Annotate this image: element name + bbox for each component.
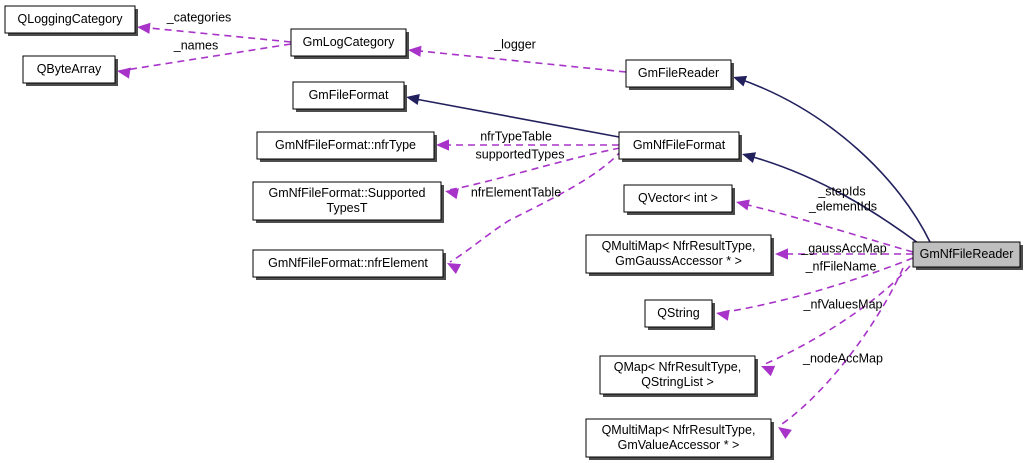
class-node-label: GmLogCategory xyxy=(303,35,395,49)
class-node-label: GmNfFileFormat::nfrElement xyxy=(268,256,428,270)
edge-label: nfrElementTable xyxy=(471,185,561,199)
edge-label: nfrTypeTable xyxy=(480,129,552,143)
class-node-qloggingcategory[interactable]: QLoggingCategory xyxy=(4,5,138,36)
class-node-label: QMultiMap< NfrResultType, xyxy=(602,239,756,253)
class-node-label: QLoggingCategory xyxy=(18,12,124,26)
class-node-gmnffileformat[interactable]: GmNfFileFormat xyxy=(618,131,742,162)
edge-nodeaccmap xyxy=(778,267,904,440)
class-node-label: GmFileReader xyxy=(638,66,719,80)
class-node-label: GmNfFileFormat xyxy=(633,138,726,152)
edge-names xyxy=(117,43,292,79)
edge-gaussaccmap xyxy=(775,248,913,260)
class-node-qmultimap_value[interactable]: QMultiMap< NfrResultType,GmValueAccessor… xyxy=(585,418,774,460)
class-node-label: GmNfFileFormat::nfrType xyxy=(275,138,416,152)
edge-inherit-nffileformat xyxy=(742,152,919,244)
class-node-label: GmNfFileFormat::Supported xyxy=(269,186,426,200)
edge-label: _nodeAccMap xyxy=(802,351,883,365)
class-node-label: QStringList > xyxy=(641,375,714,389)
edge-label: _stepIds xyxy=(817,184,865,198)
class-node-label: QByteArray xyxy=(37,62,102,76)
edge-labels-layer: _categories _names _logger nfrTypeTable supp… xyxy=(166,10,887,365)
edge-label: _elementIds xyxy=(808,199,877,213)
edge-label: supportedTypes xyxy=(476,147,565,161)
class-node-gmnffilereader[interactable]: GmNfFileReader xyxy=(912,241,1023,270)
class-node-label: TypesT xyxy=(327,201,368,215)
class-node-nfrtype[interactable]: GmNfFileFormat::nfrType xyxy=(256,131,437,162)
class-node-label: QMap< NfrResultType, xyxy=(614,360,741,374)
edge-supportedtypes xyxy=(445,147,621,200)
edge-inherit-filereader xyxy=(733,75,931,243)
edge-nfrtypetable xyxy=(436,139,619,151)
edges-layer xyxy=(117,22,931,440)
class-node-label: GmGaussAccessor * > xyxy=(615,254,742,268)
edge-label: _names xyxy=(173,38,218,52)
class-node-label: GmValueAccessor * > xyxy=(618,438,740,452)
class-node-label: QMultiMap< NfrResultType, xyxy=(602,423,756,437)
edge-nffilename xyxy=(716,257,914,321)
edge-inherit-fileformat xyxy=(406,93,620,138)
edge-logger xyxy=(408,45,627,73)
edge-label: _nfValuesMap xyxy=(803,297,883,311)
class-node-qstring[interactable]: QString xyxy=(644,299,715,330)
edge-categories xyxy=(137,22,292,43)
edge-nfrelementtable xyxy=(447,149,623,275)
class-node-gmfileformat[interactable]: GmFileFormat xyxy=(292,81,407,112)
class-node-qmap_stringlist[interactable]: QMap< NfrResultType,QStringList > xyxy=(599,355,758,397)
class-node-label: GmNfFileReader xyxy=(920,247,1014,261)
edge-label: _logger xyxy=(493,37,536,51)
class-node-qvectorint[interactable]: QVector< int > xyxy=(623,184,735,215)
edge-label: _gaussAccMap xyxy=(800,241,887,255)
class-node-label: QVector< int > xyxy=(638,191,718,205)
edge-stepids xyxy=(736,199,914,253)
class-node-label: GmFileFormat xyxy=(309,88,389,102)
class-node-gmlogcategory[interactable]: GmLogCategory xyxy=(290,28,409,59)
class-node-gmfilereader[interactable]: GmFileReader xyxy=(625,59,734,90)
edge-nfvaluesmap xyxy=(761,265,911,377)
class-node-nfrelement[interactable]: GmNfFileFormat::nfrElement xyxy=(252,249,446,280)
class-node-qmultimap_gauss[interactable]: QMultiMap< NfrResultType,GmGaussAccessor… xyxy=(585,234,774,276)
class-node-qbytearray[interactable]: QByteArray xyxy=(22,55,118,86)
edge-label: _nfFileName xyxy=(805,259,877,273)
edge-label: _categories xyxy=(166,10,232,24)
class-node-label: QString xyxy=(657,306,699,320)
